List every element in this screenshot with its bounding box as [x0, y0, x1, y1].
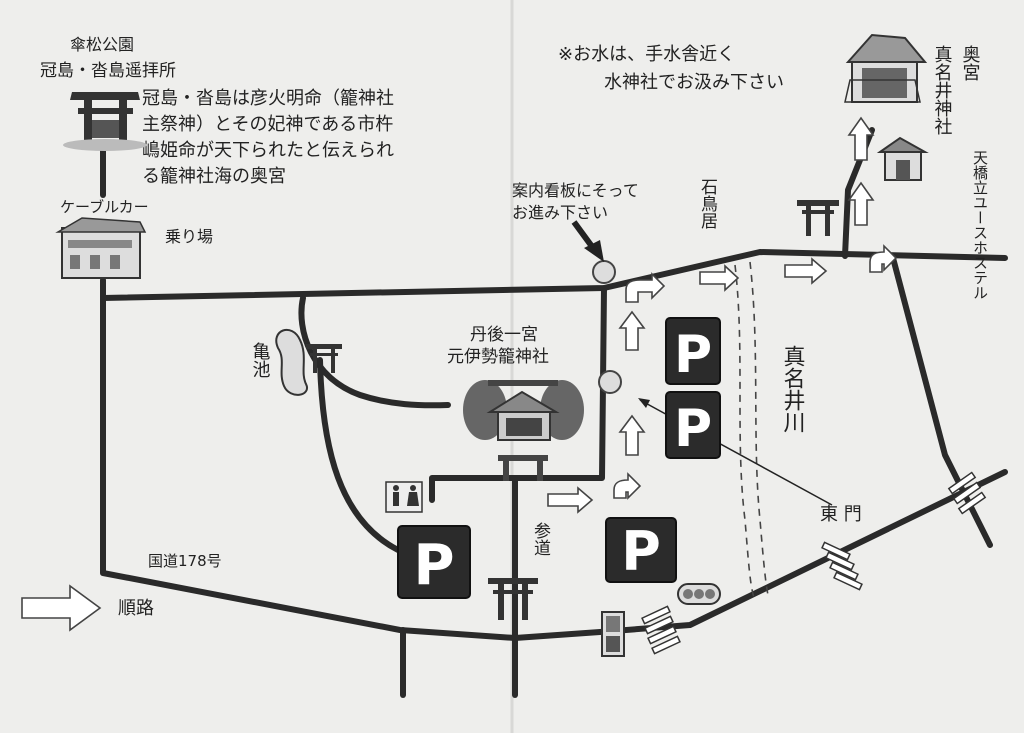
viewpoint-torii-icon [63, 92, 147, 151]
parking-symbol: P [621, 520, 661, 583]
parking-sign: P [665, 317, 721, 385]
roads [100, 127, 1008, 698]
signboard-note-line: 案内看板にそって [512, 181, 639, 200]
approach-torii-icon [488, 578, 538, 620]
turn-right-arrow-icon [613, 472, 642, 500]
cablecar-label: ケーブルカー [60, 198, 149, 216]
east-gate-label: 東 門 [820, 504, 862, 525]
description-line: 冠島・沓島は彦火明命（籠神社 [142, 88, 394, 109]
direction-arrow-icon [21, 584, 102, 632]
water-note: ※お水は、手水舎近く 水神社でお汲み下さい [558, 44, 784, 93]
okumiya-label: 奥宮 [960, 45, 981, 81]
turn-right-arrow-icon [625, 272, 666, 303]
okumiya-shrine-icon [844, 33, 928, 103]
parking-symbol: P [413, 533, 454, 598]
traffic-light-icon [677, 583, 721, 605]
restroom-icon [385, 481, 423, 513]
manai-shrine-label: 真名井神社 [932, 45, 953, 135]
arrow-up-icon [618, 414, 646, 456]
arrow-up-icon [847, 181, 875, 226]
kame-pond-label: 亀池 [250, 342, 271, 378]
parking-symbol: P [674, 399, 712, 459]
water-note-line: ※お水は、手水舎近く [558, 44, 735, 65]
manai-river [734, 261, 769, 601]
description-text: 冠島・沓島は彦火明命（籠神社 主祭神）とその妃神である市杵 嶋姫命が天下られたと… [142, 88, 394, 187]
crosswalk-icon [947, 471, 987, 515]
arrow-right-icon [784, 257, 828, 285]
parking-sign: P [605, 517, 677, 583]
arrow-up-icon [847, 116, 875, 161]
pedestrian-signal-icon [601, 611, 625, 657]
turn-up-arrow-icon [869, 244, 898, 273]
viewpoint-label: 冠島・沓島遥拝所 [40, 61, 176, 81]
water-note-line: 水神社でお汲み下さい [604, 72, 784, 93]
pond-torii-icon [306, 344, 342, 373]
parking-symbol: P [674, 325, 712, 385]
description-line: 嶋姫命が天下られたと伝えられ [142, 140, 394, 161]
stone-torii-gate-marker [592, 260, 616, 284]
cablecar-station-icon [55, 217, 147, 279]
description-line: る籠神社海の奥宮 [142, 166, 286, 187]
water-shrine-icon [876, 136, 929, 181]
direction-arrows [21, 116, 898, 632]
stone-torii-label: 石鳥居 [697, 178, 718, 229]
stone-torii-icon [797, 200, 839, 236]
kame-pond-icon [275, 328, 308, 396]
crosswalk-icon [821, 541, 863, 591]
boarding-label: 乗り場 [165, 227, 213, 246]
manai-river-label: 真名井川 [780, 345, 806, 433]
shrine-name-line: 丹後一宮 [470, 325, 538, 345]
crosswalk-icon [641, 605, 681, 655]
description-line: 主祭神）とその妃神である市杵 [142, 114, 393, 135]
signboard-pointer-icon [571, 220, 604, 262]
main-shrine-icon [463, 380, 584, 481]
arrow-right-icon [699, 264, 740, 292]
arrow-up-icon [618, 310, 646, 351]
parking-sign: P [665, 391, 721, 459]
arrow-right-icon [547, 486, 594, 514]
shrine-name-line: 元伊勢籠神社 [447, 346, 549, 367]
parking-sign: P [397, 525, 471, 599]
hostel-label: 天橋立ユースホステル [971, 150, 989, 300]
route-label: 国道178号 [148, 552, 222, 570]
signboard-note: 案内看板にそって お進み下さい [512, 181, 639, 222]
east-gate-marker [598, 370, 622, 394]
shrine-name: 丹後一宮 元伊勢籠神社 [447, 325, 549, 367]
approach-label: 参道 [530, 522, 551, 556]
park-label: 傘松公園 [70, 35, 134, 54]
signboard-note-line: お進み下さい [512, 203, 608, 222]
direction-label: 順路 [118, 598, 154, 619]
